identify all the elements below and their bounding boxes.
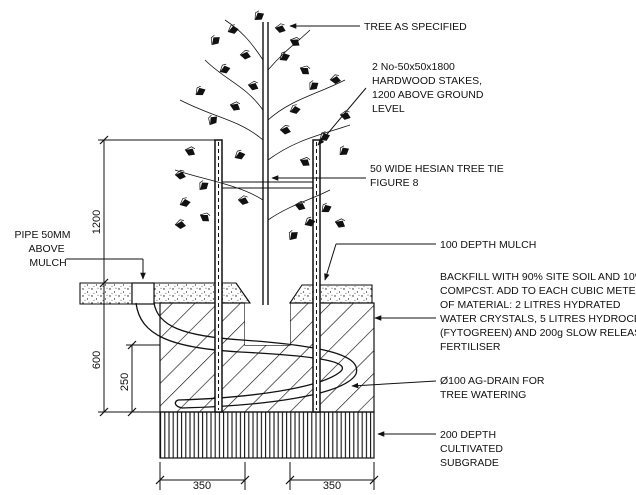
dim-right-width: 350	[323, 480, 341, 492]
label-pipe-line3: MULCH	[29, 257, 66, 269]
tree-trunk	[262, 22, 269, 305]
dim-pit-depth: 600	[91, 351, 103, 369]
label-subgrade: 200 DEPTH CULTIVATED SUBGRADE	[440, 429, 506, 469]
label-backfill-line2: COMPCST. ADD TO EACH CUBIC METER	[440, 285, 636, 297]
dimension-ticks	[99, 135, 379, 485]
label-stakes-line4: LEVEL	[372, 103, 405, 115]
label-tie-line2: FIGURE 8	[370, 177, 419, 189]
label-stakes-line2: HARDWOOD STAKES,	[372, 75, 482, 87]
label-mulch: 100 DEPTH MULCH	[440, 239, 536, 251]
label-drain-line1: Ø100 AG-DRAIN FOR	[440, 375, 545, 387]
dim-left-width: 350	[193, 480, 211, 492]
label-tie: 50 WIDE HESIAN TREE TIE FIGURE 8	[370, 163, 507, 189]
label-stakes-line3: 1200 ABOVE GROUND	[372, 89, 484, 101]
leader-lines	[66, 23, 437, 437]
label-pipe: PIPE 50MM ABOVE MULCH	[15, 229, 74, 269]
tree-branches	[174, 19, 351, 221]
label-tie-line1: 50 WIDE HESIAN TREE TIE	[370, 163, 504, 175]
label-backfill-line5: (FYTOGREEN) AND 200g SLOW RELEASE	[440, 327, 636, 339]
label-backfill-line6: FERTILISER	[440, 341, 501, 353]
label-subgrade-line3: SUBGRADE	[440, 457, 499, 469]
label-drain: Ø100 AG-DRAIN FOR TREE WATERING	[440, 375, 547, 401]
subgrade-layer	[159, 411, 375, 459]
label-pipe-line1: PIPE 50MM	[15, 229, 71, 241]
label-subgrade-line2: CULTIVATED	[440, 443, 503, 455]
label-stakes-line1: 2 No-50x50x1800	[372, 61, 455, 73]
ag-drain	[135, 302, 358, 409]
hardwood-stakes	[214, 139, 321, 413]
label-drain-line2: TREE WATERING	[440, 389, 526, 401]
label-pipe-line2: ABOVE	[28, 243, 64, 255]
drain-pipe-riser	[131, 282, 155, 305]
dim-drain-level: 250	[119, 373, 131, 391]
dim-stake-height: 1200	[91, 210, 103, 234]
label-backfill: BACKFILL WITH 90% SITE SOIL AND 10% COMP…	[440, 271, 636, 353]
label-tree: TREE AS SPECIFIED	[364, 21, 467, 33]
label-stakes: 2 No-50x50x1800 HARDWOOD STAKES, 1200 AB…	[372, 61, 486, 115]
label-backfill-line4: WATER CRYSTALS, 5 LITRES HYDROCEL	[440, 313, 636, 325]
mulch-layer	[79, 282, 373, 305]
label-backfill-line3: OF MATERIAL: 2 LITRES HYDRATED	[440, 299, 621, 311]
label-backfill-line1: BACKFILL WITH 90% SITE SOIL AND 10%	[440, 271, 636, 283]
label-subgrade-line1: 200 DEPTH	[440, 429, 496, 441]
